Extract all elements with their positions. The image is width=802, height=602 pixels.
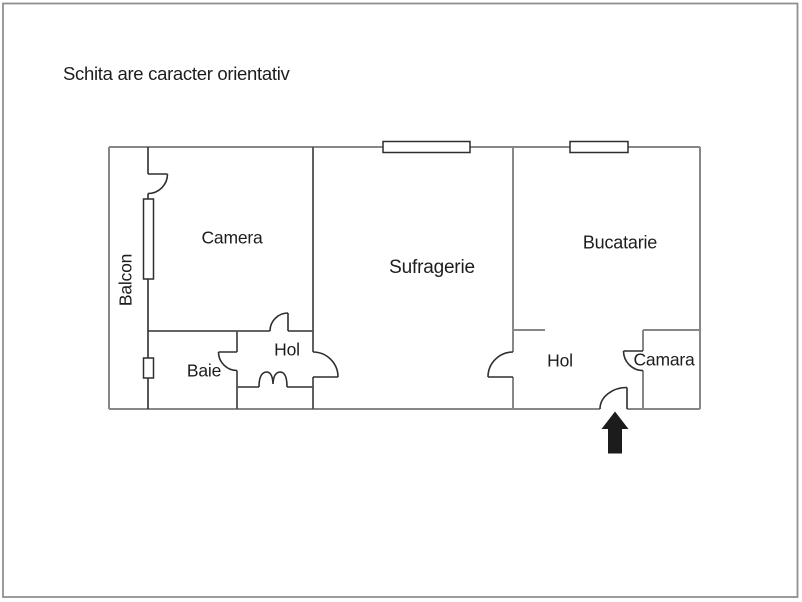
plan-title: Schita are caracter orientativ: [63, 63, 290, 84]
room-label-sufragerie: Sufragerie: [389, 257, 475, 278]
entrance-door-icon: [599, 386, 628, 410]
sufragerie-window-icon: [382, 140, 471, 154]
room-label-hol-right: Hol: [547, 350, 573, 371]
room-label-hol-left: Hol: [274, 339, 300, 360]
camara-door-icon: [622, 350, 644, 372]
room-label-bucatarie: Bucatarie: [582, 232, 658, 253]
entrance-arrow-icon: [601, 411, 629, 454]
balcony-door-icon: [147, 173, 169, 195]
bucatarie-window-icon: [569, 140, 629, 154]
camera-door-icon: [269, 312, 289, 332]
room-label-baie: Baie: [186, 360, 222, 381]
balcony-window-large-icon: [142, 198, 155, 280]
hol-left-door-icon: [312, 351, 339, 378]
interior-walls: [148, 147, 314, 409]
hol-right-door-icon: [487, 351, 514, 378]
baie-door-icon: [217, 351, 238, 372]
room-label-balcon: Balcon: [115, 253, 136, 307]
room-label-camera: Camera: [201, 227, 263, 248]
balcony-window-small-icon: [142, 357, 155, 379]
divider-walls: [512, 147, 700, 409]
room-label-camara: Camara: [633, 349, 695, 370]
closet-bifold-door-icon: [258, 371, 288, 388]
